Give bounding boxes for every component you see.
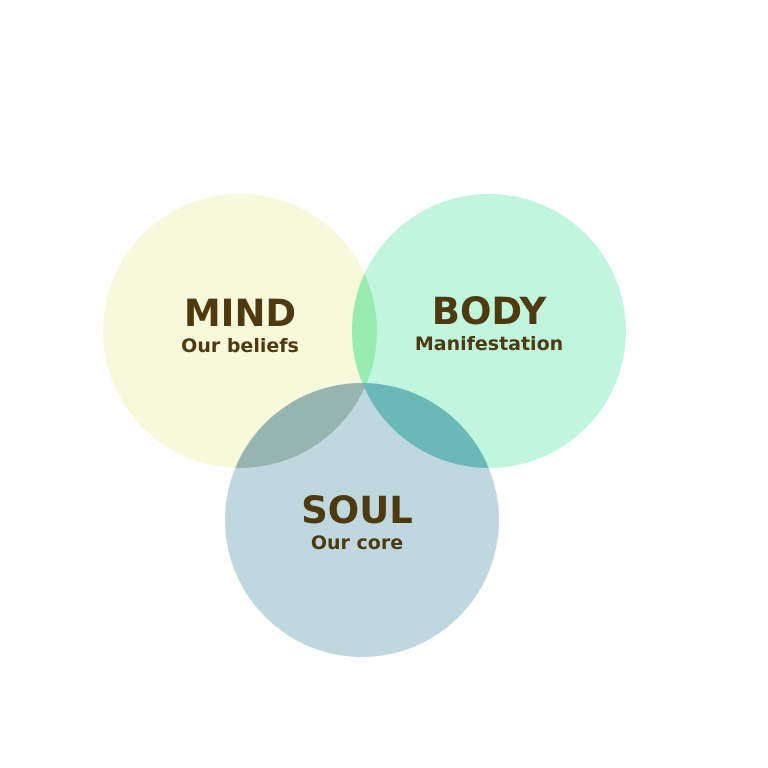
mind-title: MIND — [184, 292, 296, 335]
soul-title: SOUL — [301, 489, 413, 532]
soul-subtitle: Our core — [311, 532, 403, 554]
body-subtitle: Manifestation — [415, 333, 563, 355]
overlap-body-soul — [352, 383, 499, 468]
mind-subtitle: Our beliefs — [181, 335, 299, 357]
overlap-mind-soul — [225, 383, 377, 468]
body-title: BODY — [432, 290, 548, 333]
